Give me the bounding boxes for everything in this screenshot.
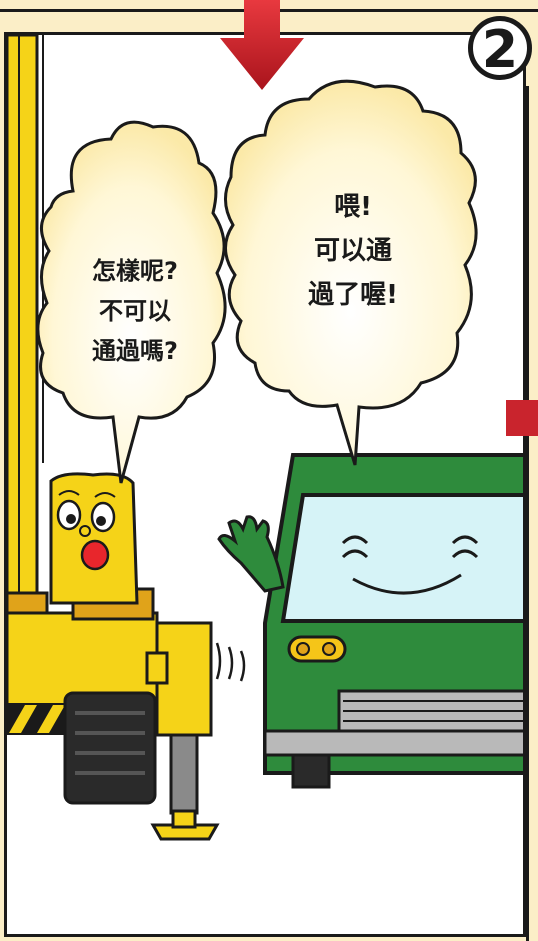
panel-number-badge: 2 (468, 16, 532, 80)
truck-bubble-line-2: 可以通 (313, 236, 392, 266)
truck-bubble-line-3: 過了喔! (308, 280, 398, 310)
truck-bubble-text: 喂! 可以通 過了喔! (273, 185, 433, 317)
truck-speech-bubble (224, 79, 478, 466)
crane-body (7, 587, 159, 805)
next-panel-edge (526, 86, 538, 941)
panel-illustration (7, 35, 523, 841)
crane-bubble-line-1: 怎樣呢? (92, 257, 178, 285)
crane-bubble-text: 怎樣呢? 不可以 通過嗎? (55, 251, 215, 371)
crane-bubble-line-3: 通過嗎? (92, 337, 178, 365)
next-panel-arrow-marker (506, 400, 538, 436)
crane-character (49, 472, 139, 605)
panel-number: 2 (481, 20, 519, 80)
crane-speech-bubble (36, 120, 227, 484)
arrow-down-icon (220, 0, 304, 90)
sound-lines-icon (215, 642, 246, 682)
comic-panel: 怎樣呢? 不可以 通過嗎? 喂! 可以通 過了喔! (4, 32, 526, 937)
crane-bubble-line-2: 不可以 (99, 297, 171, 325)
crane-outrigger (145, 621, 220, 841)
truck-bubble-line-1: 喂! (334, 192, 372, 222)
green-truck (217, 453, 523, 789)
